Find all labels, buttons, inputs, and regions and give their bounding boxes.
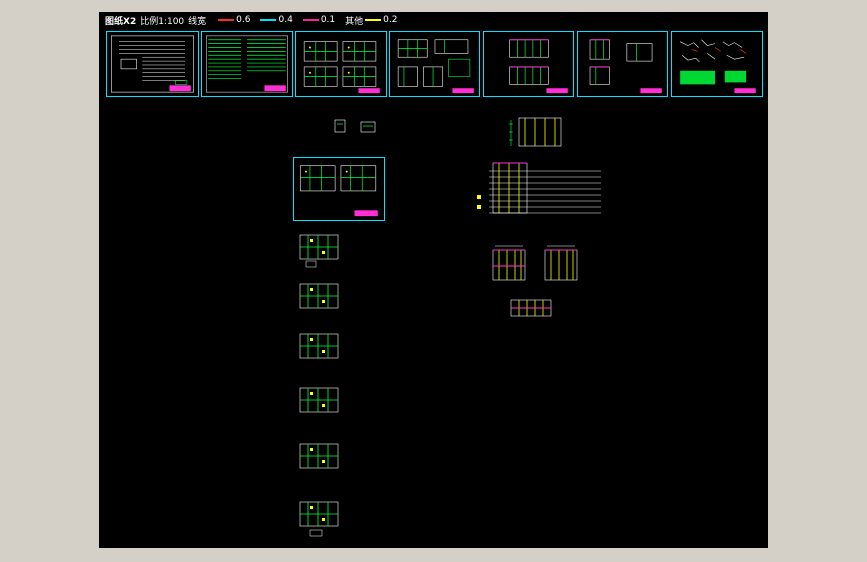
floor-plan-6[interactable] <box>296 498 342 538</box>
drawing-sheet-notes[interactable] <box>201 31 293 97</box>
floor-plan-1[interactable] <box>296 231 342 269</box>
drawing-sheet-elevations[interactable] <box>483 31 574 97</box>
drawing-sheet-floor-plans-2[interactable] <box>389 31 480 97</box>
floor-plan-4[interactable] <box>296 384 342 420</box>
drawing-sheet-sections[interactable] <box>577 31 668 97</box>
elevation-bottom[interactable] <box>507 296 555 320</box>
drawing-sheet-details[interactable] <box>671 31 763 97</box>
legend-prefix: 图纸X2 <box>105 16 137 27</box>
legend-item-0: 0.6 <box>218 15 250 25</box>
section-with-table[interactable] <box>467 159 603 217</box>
legend-linewidth-label: 线宽 <box>188 16 207 27</box>
drawing-sheet-floor-plans-1[interactable] <box>295 31 387 97</box>
floor-plan-2[interactable] <box>296 280 342 316</box>
legend-scale: 比例1:100 <box>140 16 185 27</box>
drawing-sheet-cover[interactable] <box>106 31 199 97</box>
elevation-top[interactable] <box>505 114 571 150</box>
detail-fragment[interactable] <box>331 116 381 138</box>
elevation-left[interactable] <box>487 240 531 286</box>
legend-item-2: 0.1 <box>302 15 335 25</box>
floor-plan-5[interactable] <box>296 440 342 476</box>
floor-plan-3[interactable] <box>296 330 342 366</box>
elevation-right[interactable] <box>539 240 583 286</box>
legend-item-1: 0.4 <box>260 15 293 25</box>
drawing-sheet-floor-plan-detail[interactable] <box>293 157 385 221</box>
